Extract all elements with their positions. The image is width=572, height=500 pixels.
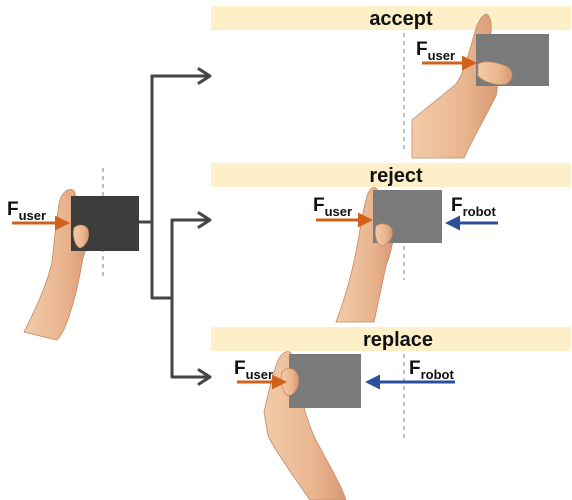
- accept-banner: [211, 6, 571, 30]
- accept-title: accept: [369, 8, 433, 30]
- connector-to-reject: [170, 218, 210, 300]
- thumb-icon: [374, 223, 393, 247]
- arrowhead-replace: [197, 368, 212, 386]
- branch-connectors: [137, 67, 212, 386]
- user-force-label: Fuser: [416, 39, 455, 63]
- initial-state: Fuser: [7, 168, 139, 341]
- arrowhead-reject: [197, 211, 212, 229]
- robot-force-label: Frobot: [451, 195, 496, 219]
- user-force-label: Fuser: [7, 199, 46, 223]
- connector-to-replace: [170, 296, 210, 379]
- reject-banner: [211, 163, 571, 187]
- panel-replace: replace Fuser Frobot: [211, 327, 571, 500]
- user-force-label: Fuser: [313, 195, 352, 219]
- replace-banner: [211, 327, 571, 351]
- user-force-label: Fuser: [234, 358, 273, 382]
- connector-trunk: [137, 74, 174, 300]
- reject-title: reject: [369, 165, 423, 187]
- thumb-icon: [72, 224, 89, 249]
- replace-title: replace: [363, 329, 433, 351]
- object-box: [289, 354, 361, 408]
- thumb-icon: [477, 61, 513, 85]
- arrowhead-accept: [197, 67, 212, 85]
- panel-reject: reject Fuser Frobot: [211, 163, 571, 323]
- robot-force-label: Frobot: [409, 358, 454, 382]
- panel-accept: accept Fuser: [211, 6, 571, 159]
